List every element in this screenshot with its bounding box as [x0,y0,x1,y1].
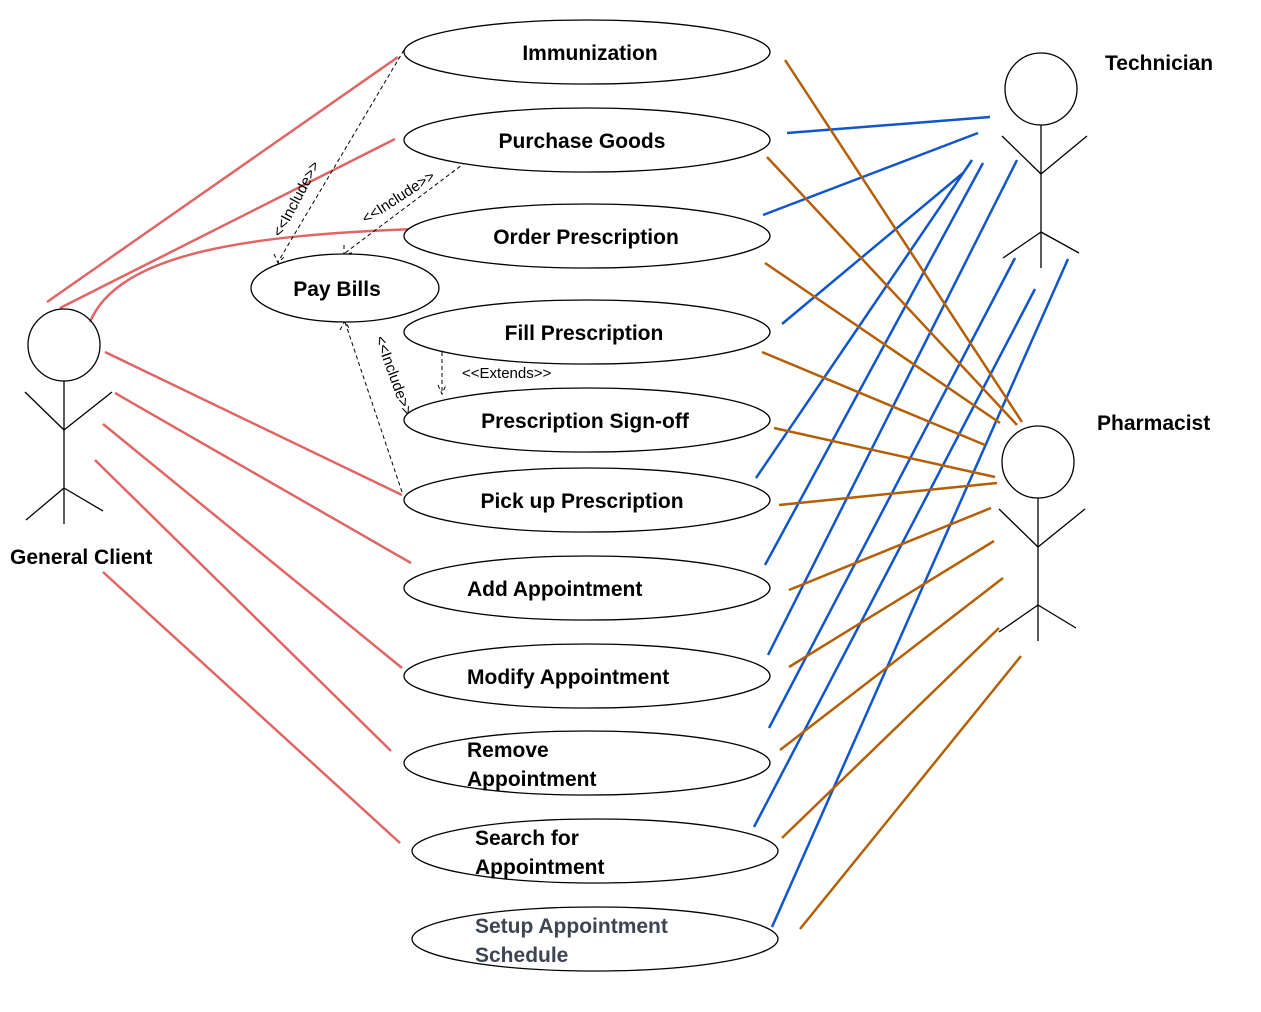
technician-setup-schedule-link [770,258,1070,928]
technician-search-appointment-link [752,288,1037,828]
client-add-appointment-link [114,391,412,565]
actor-label: General Client [10,546,152,569]
pharmacist-associations [761,59,1024,930]
use-case-label: Purchase Goods [499,130,666,153]
use-case-pickup-prescription[interactable]: Pick up Prescription [403,467,771,533]
client-modify-appointment-link [102,423,403,669]
include-label-purchase: <<Include>> [359,168,438,228]
use-case-setup-schedule[interactable]: Setup Appointment Schedule [411,906,779,972]
client-immunization-link [46,55,399,304]
client-search-appointment-link [102,571,401,844]
client-pickup-link [104,350,403,497]
include-arrowhead-1 [273,253,286,264]
stick-figure-icon [1001,52,1088,268]
pharmacist-search-appointment-link [781,627,1000,839]
use-case-label: Immunization [522,42,657,65]
technician-order-prescription-link [762,131,979,217]
use-case-prescription-signoff[interactable]: Prescription Sign-off [403,387,771,453]
actor-general-client[interactable]: General Client [10,308,152,569]
include-label-pickup: <<Include>> [371,334,416,418]
pharmacist-pickup-link [778,481,998,507]
include-immunization-paybills [277,49,405,263]
technician-fill-prescription-link [781,172,964,325]
technician-associations [752,115,1070,928]
technician-add-appointment-link [763,162,985,566]
stick-figure-icon [998,425,1086,641]
technician-pickup-link [754,159,974,479]
use-case-label-line-2: Appointment [467,768,596,791]
pharmacist-purchase-goods-link [766,156,1018,426]
extends-label: <<Extends>> [462,365,551,382]
pharmacist-immunization-link [783,59,1024,423]
use-case-label: Fill Prescription [505,322,664,345]
pharmacist-fill-prescription-link [761,350,986,447]
use-case-label-line-1: Search for [475,827,579,850]
use-case-label: Add Appointment [467,578,642,601]
client-purchase-goods-link [59,137,396,310]
actor-technician[interactable]: Technician [1001,52,1213,268]
use-case-fill-prescription[interactable]: Fill Prescription [403,299,771,365]
use-case-order-prescription[interactable]: Order Prescription [403,203,771,269]
technician-purchase-goods-link [786,115,991,135]
actor-pharmacist[interactable]: Pharmacist [998,412,1210,641]
use-case-add-appointment[interactable]: Add Appointment [403,555,771,621]
client-order-prescription-link [88,227,415,323]
use-case-label-line-2: Schedule [475,944,568,967]
use-case-label: Pick up Prescription [480,490,683,513]
pharmacist-add-appointment-link [788,506,992,592]
stick-figure-icon [24,308,113,524]
pharmacist-modify-appointment-link [788,539,995,669]
use-case-label-line-1: Remove [467,739,549,762]
use-case-search-appointment[interactable]: Search for Appointment [411,818,779,884]
use-case-label: Pay Bills [293,278,381,301]
use-case-label: Order Prescription [493,226,679,249]
include-purchase-paybills [344,161,467,254]
include-pickup-paybills [344,321,403,493]
actor-label: Pharmacist [1097,412,1210,435]
client-remove-appointment-link [94,459,392,752]
pharmacist-order-prescription-link [764,261,1001,425]
use-case-purchase-goods[interactable]: Purchase Goods [403,107,771,173]
use-case-label-line-1: Setup Appointment [475,915,668,938]
use-case-label: Modify Appointment [467,666,669,689]
use-case-remove-appointment[interactable]: Remove Appointment [403,730,771,796]
use-case-pay-bills[interactable]: Pay Bills [250,253,440,323]
include-arrowhead-2 [343,245,353,255]
pharmacist-remove-appointment-link [779,577,1004,751]
pharmacist-signoff-link [773,426,996,479]
use-case-label: Prescription Sign-off [481,410,690,433]
use-case-immunization[interactable]: Immunization [403,19,771,85]
pharmacist-setup-schedule-link [799,655,1022,930]
use-case-modify-appointment[interactable]: Modify Appointment [403,643,771,709]
extends-arrowhead [437,384,447,396]
use-case-label-line-2: Appointment [475,856,604,879]
actor-label: Technician [1105,52,1213,75]
client-associations [46,55,415,844]
